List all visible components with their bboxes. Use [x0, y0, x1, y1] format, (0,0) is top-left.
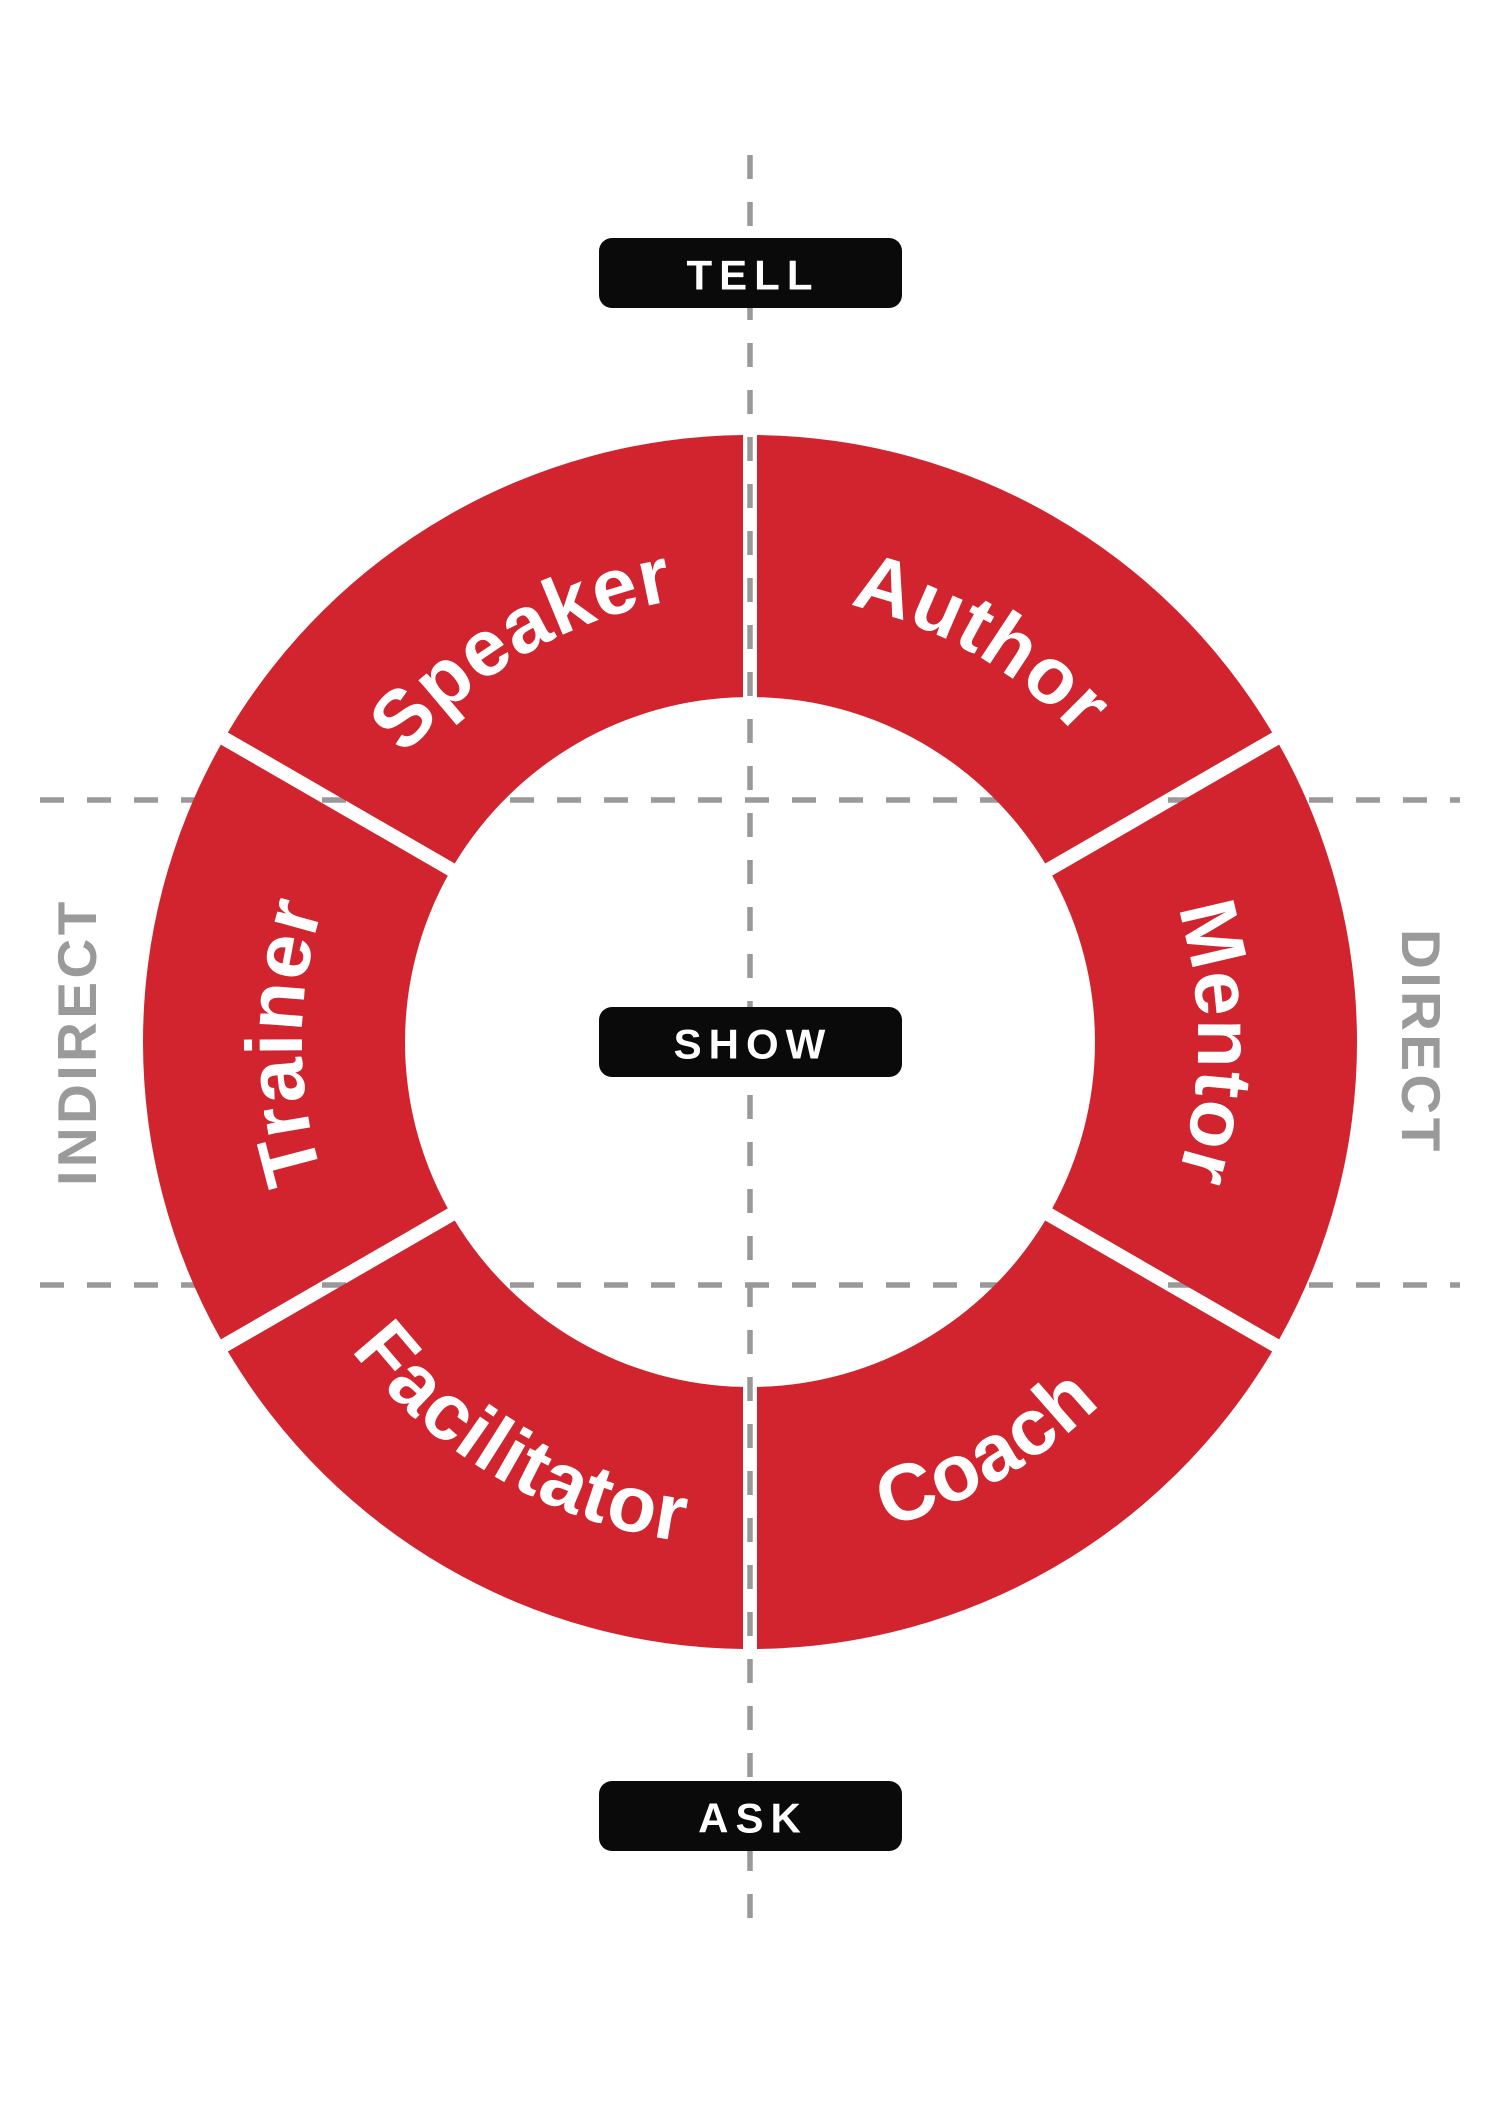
tell-badge-label: TELL [687, 252, 820, 299]
segment-speaker [227, 435, 744, 864]
tell-badge: TELL [599, 238, 902, 308]
show-badge-box [599, 1007, 902, 1077]
segment-trainer [143, 744, 448, 1340]
donut-ring: AuthorMentorCoachFacilitatorTrainerSpeak… [143, 435, 1357, 1649]
segment-facilitator [227, 1220, 744, 1649]
show-badge: SHOW [599, 1007, 902, 1077]
show-badge-label: SHOW [674, 1021, 833, 1068]
ask-badge: ASK [599, 1781, 902, 1851]
segment-coach [757, 1220, 1273, 1649]
ask-badge-label: ASK [698, 1795, 808, 1842]
right-axis-label: DIRECT [1390, 929, 1452, 1155]
ask-badge-box [599, 1781, 902, 1851]
left-axis-label: INDIRECT [46, 898, 108, 1186]
segment-mentor [1052, 744, 1357, 1340]
segment-author [757, 435, 1273, 864]
tell-badge-box [599, 238, 902, 308]
